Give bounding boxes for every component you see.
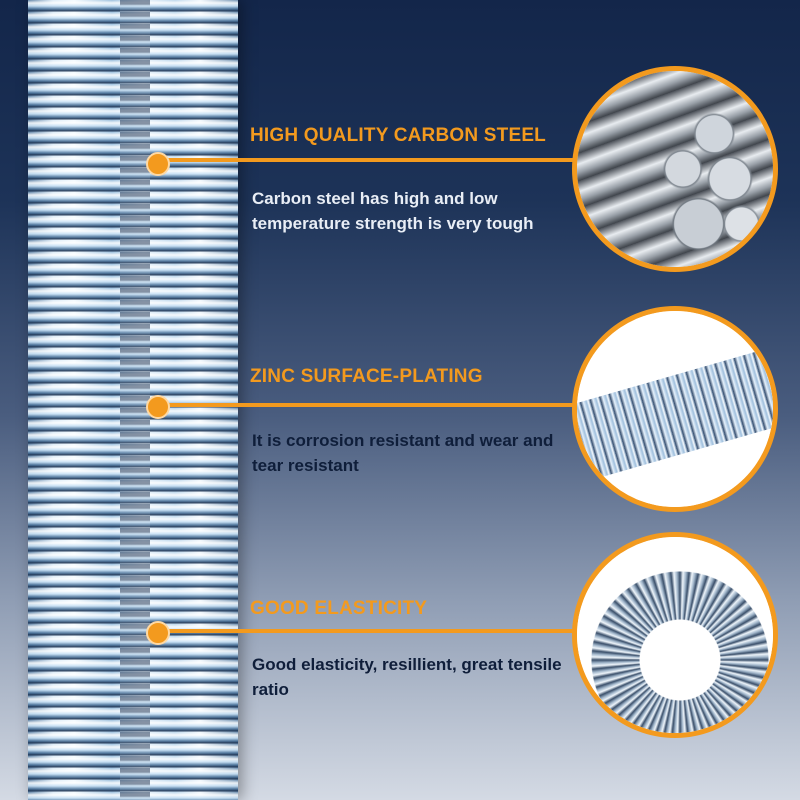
feature-description-1: Carbon steel has high and low temperatur…	[252, 189, 534, 233]
bent-spring-icon	[577, 537, 773, 733]
connector-dot-3	[146, 621, 170, 645]
feature-description-3: Good elasticity, resillient, great tensi…	[252, 655, 562, 699]
connector-dot-2	[146, 395, 170, 419]
feature-heading-3: GOOD ELASTICITY	[250, 598, 428, 619]
feature-image-zinc-spring	[572, 306, 778, 512]
feature-heading-2: ZINC SURFACE-PLATING	[250, 366, 483, 387]
zinc-spring-icon	[577, 311, 773, 507]
connector-line-2	[155, 403, 575, 407]
feature-image-steel-bars	[572, 66, 778, 272]
connector-line-3	[155, 629, 575, 633]
feature-description-2: It is corrosion resistant and wear and t…	[252, 431, 554, 475]
spring-image	[28, 0, 238, 800]
feature-image-bent-spring	[572, 532, 778, 738]
connector-dot-1	[146, 152, 170, 176]
connector-line-1	[155, 158, 575, 162]
steel-bars-icon	[577, 71, 773, 267]
feature-heading-1: HIGH QUALITY CARBON STEEL	[250, 125, 546, 146]
